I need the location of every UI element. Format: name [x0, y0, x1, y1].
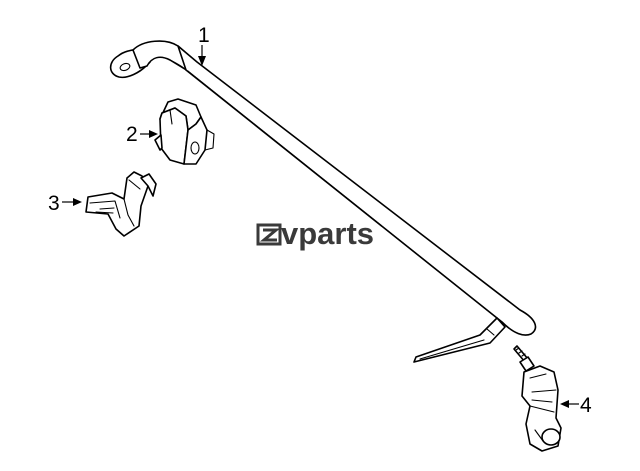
callout-4-arrow [560, 400, 569, 408]
stabilizer-bar-bushing[interactable] [154, 98, 215, 165]
stabilizer-link[interactable] [513, 345, 562, 452]
callout-3-label: 3 [48, 192, 60, 215]
callout-1-arrow [198, 56, 206, 66]
callout-3-arrow [73, 198, 82, 206]
callout-4: 4 [560, 394, 592, 417]
callout-4-label: 4 [580, 394, 592, 417]
callout-1: 1 [198, 24, 210, 66]
stabilizer-bar[interactable] [109, 40, 537, 363]
bushing-bracket[interactable] [85, 171, 157, 237]
watermark: vparts [256, 216, 374, 251]
callout-3: 3 [48, 192, 82, 215]
watermark-text: vparts [281, 216, 374, 251]
watermark-logo-icon [256, 223, 282, 246]
callout-2: 2 [126, 123, 158, 146]
callout-2-label: 2 [126, 123, 138, 146]
callout-1-label: 1 [198, 24, 210, 47]
callout-2-arrow [149, 130, 158, 138]
